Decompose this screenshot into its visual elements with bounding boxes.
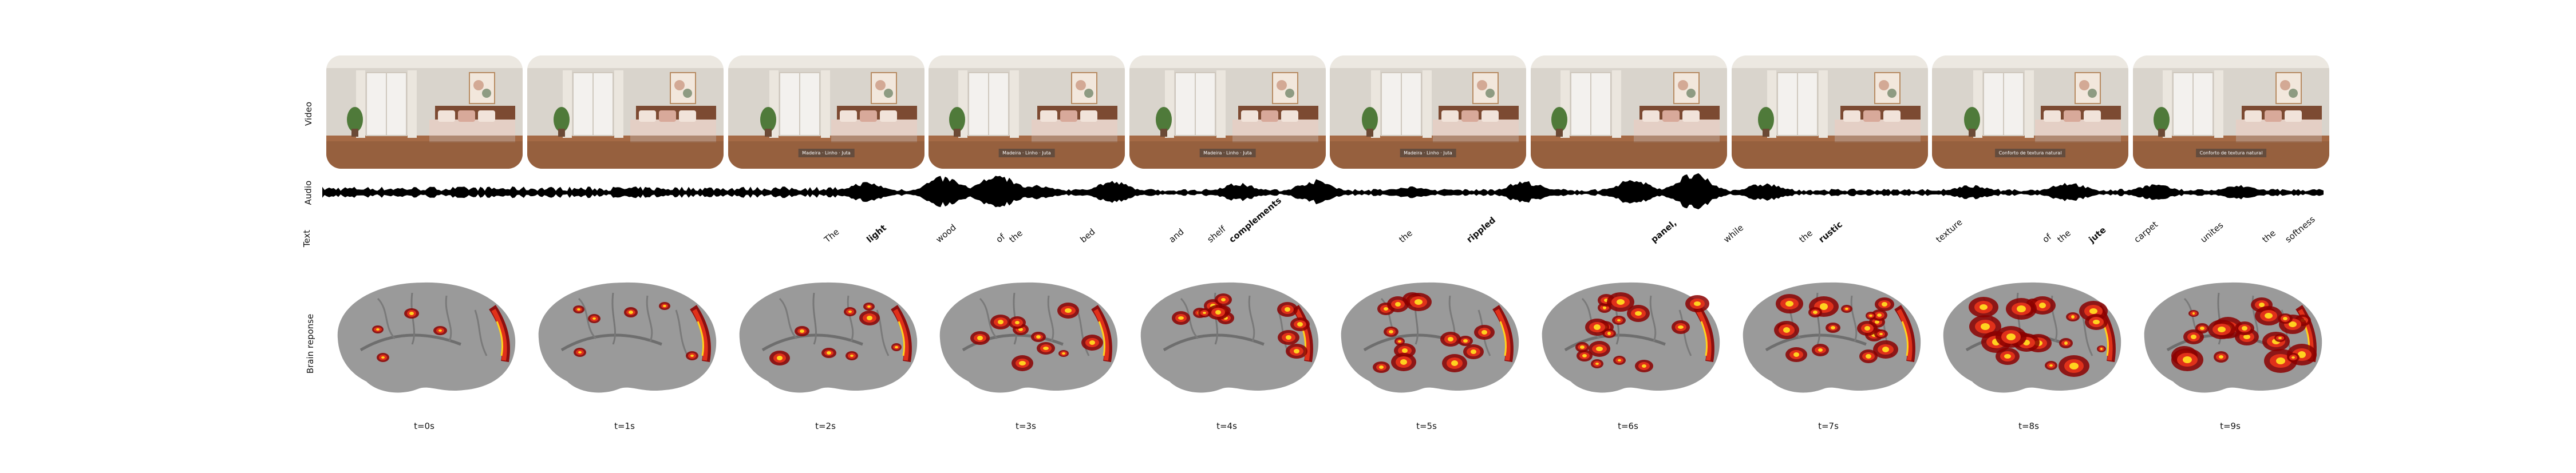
video-frame	[527, 55, 724, 169]
cortex-surface	[337, 282, 516, 393]
frame-caption: Madeira · Linho · Juta	[998, 149, 1055, 157]
video-frame: Madeira · Linho · Juta	[1330, 55, 1526, 169]
brain-map	[1129, 276, 1326, 399]
transcript-word: the	[1397, 228, 1415, 245]
transcript-word: of	[994, 231, 1008, 245]
transcript-word: while	[1721, 222, 1746, 245]
audio-waveform-shape	[322, 173, 2324, 209]
brain-map	[527, 276, 724, 399]
frame-caption: Madeira · Linho · Juta	[798, 149, 855, 157]
brain-map	[1531, 276, 1727, 399]
cortex-surface	[1743, 282, 1921, 393]
transcript-word: the	[2055, 228, 2073, 245]
frame-caption: Madeira · Linho · Juta	[1400, 149, 1456, 157]
cortex-surface	[1341, 282, 1519, 393]
bedroom-frame-image	[1531, 55, 1727, 169]
transcript-word: the	[1007, 228, 1025, 245]
transcript-word: texture	[1934, 217, 1965, 245]
time-label: t=0s	[414, 421, 434, 431]
transcript-word: the	[1797, 228, 1815, 245]
row-label-text: Text	[302, 229, 313, 248]
transcript-word: rippled	[1464, 214, 1498, 245]
transcript-word: wood	[934, 222, 958, 245]
bedroom-frame-image	[1732, 55, 1928, 169]
video-frame: Madeira · Linho · Juta	[1129, 55, 1326, 169]
row-label-video: Video	[303, 101, 314, 126]
video-frame	[1531, 55, 1727, 169]
cortex-surface	[538, 282, 717, 393]
brain-map	[929, 276, 1125, 399]
video-frame: Conforto de textura natural	[1932, 55, 2128, 169]
transcript-word: carpet	[2132, 219, 2160, 245]
cortex-surface	[1943, 282, 2121, 393]
transcript-word: shelf	[1205, 224, 1228, 245]
transcript-word: the	[2260, 228, 2278, 245]
transcript-word: light	[864, 222, 888, 245]
time-label: t=2s	[815, 421, 836, 431]
brain-map	[1330, 276, 1526, 399]
transcript-word: jute	[2087, 224, 2108, 245]
transcript-word: bed	[1078, 226, 1097, 245]
cortex-surface	[1542, 282, 1720, 393]
bedroom-frame-image	[326, 55, 523, 169]
video-frame	[1732, 55, 1928, 169]
transcript-word: panel,	[1649, 217, 1679, 245]
bedroom-frame-image	[1330, 55, 1526, 169]
time-label: t=8s	[2018, 421, 2039, 431]
brain-map	[1932, 276, 2128, 399]
time-label: t=5s	[1416, 421, 1437, 431]
transcript-word: rustic	[1816, 219, 1844, 245]
transcript-word: of	[2040, 231, 2054, 245]
time-label: t=6s	[1618, 421, 1638, 431]
bedroom-frame-image	[728, 55, 924, 169]
brain-map	[326, 276, 523, 399]
transcript-word: and	[1167, 226, 1186, 245]
bedroom-frame-image	[1932, 55, 2128, 169]
cortex-surface	[739, 282, 918, 393]
video-frame: Conforto de textura natural	[2133, 55, 2329, 169]
time-label: t=7s	[1818, 421, 1839, 431]
video-frame: Madeira · Linho · Juta	[929, 55, 1125, 169]
transcript-word: softness	[2283, 214, 2317, 245]
time-label: t=3s	[1016, 421, 1036, 431]
frame-caption: Conforto de textura natural	[1994, 149, 2066, 157]
cortex-surface	[1140, 282, 1319, 393]
frame-caption: Conforto de textura natural	[2195, 149, 2267, 157]
row-label-audio: Audio	[303, 180, 314, 205]
time-label: t=4s	[1216, 421, 1237, 431]
video-frame	[326, 55, 523, 169]
audio-waveform	[322, 173, 2324, 209]
brain-map	[2133, 276, 2329, 399]
video-frame: Madeira · Linho · Juta	[728, 55, 924, 169]
cortex-surface	[2144, 282, 2322, 393]
transcript-word: unites	[2198, 220, 2226, 245]
brain-map	[1732, 276, 1928, 399]
frame-caption: Madeira · Linho · Juta	[1199, 149, 1256, 157]
cortex-surface	[939, 282, 1118, 393]
brain-map	[728, 276, 924, 399]
time-label: t=9s	[2220, 421, 2241, 431]
row-label-brain: Brain reponse	[305, 313, 316, 374]
bedroom-frame-image	[527, 55, 724, 169]
transcript-word: The	[822, 226, 841, 245]
time-label: t=1s	[614, 421, 635, 431]
